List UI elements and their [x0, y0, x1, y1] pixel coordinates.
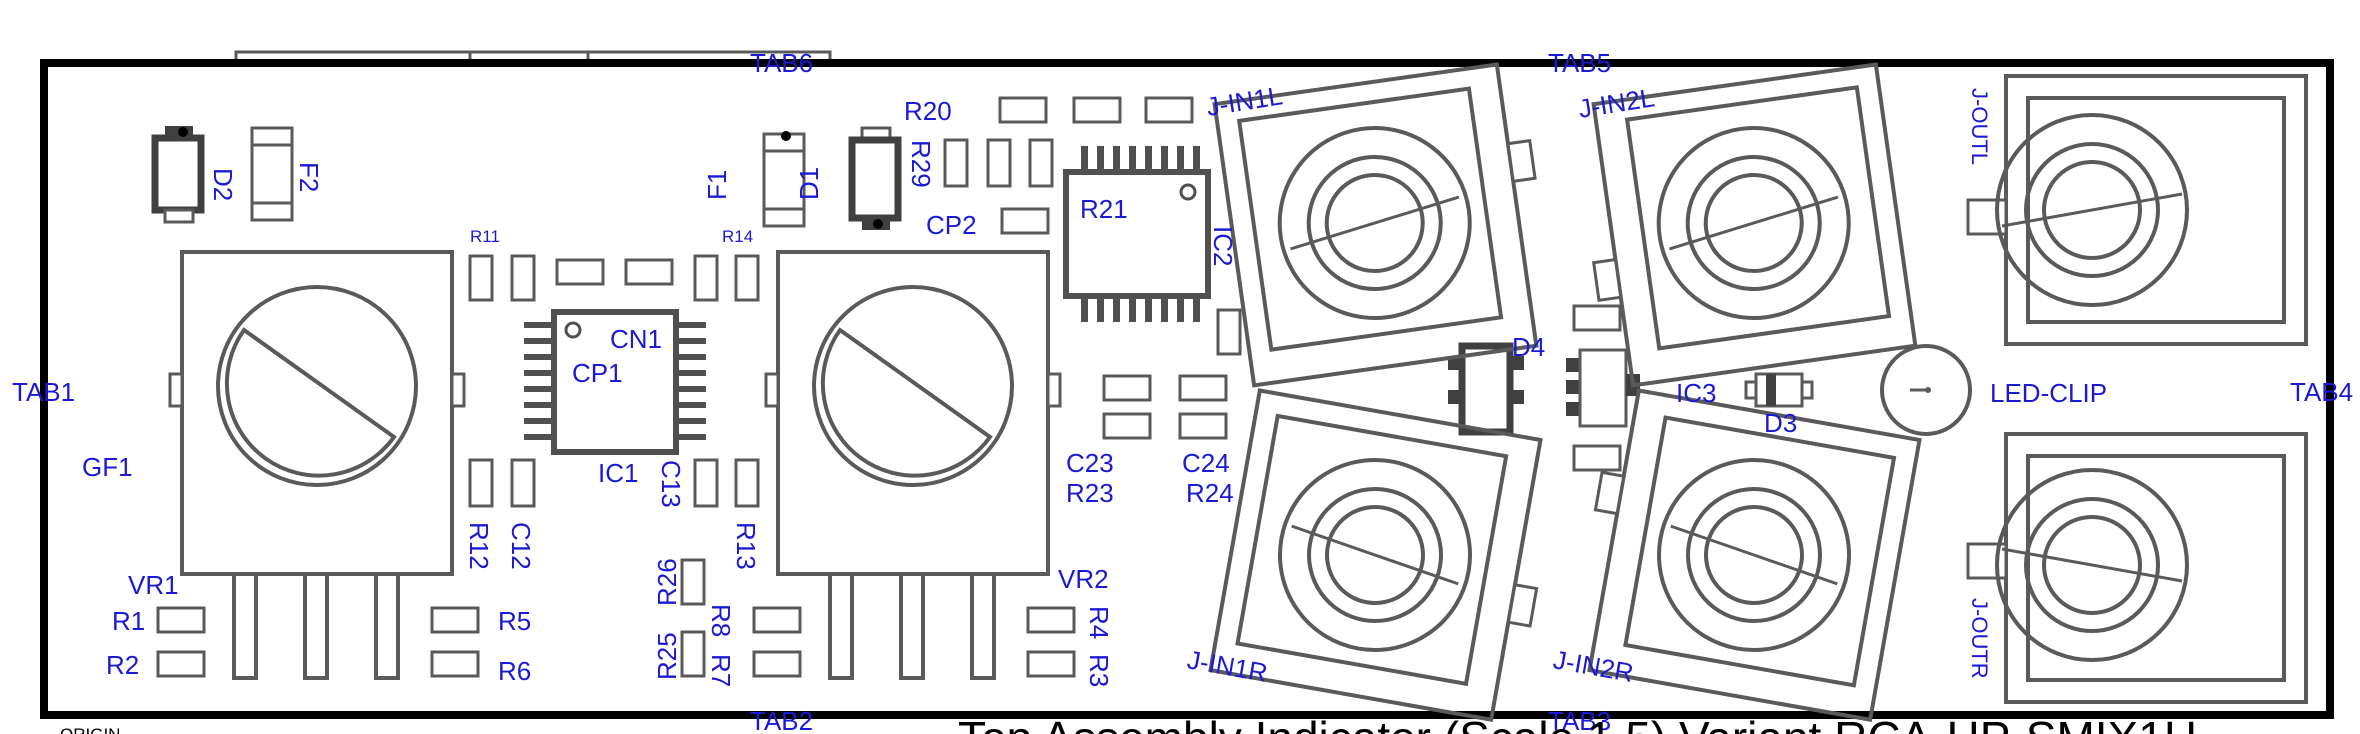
- tab3-label: TAB3: [1548, 706, 1611, 734]
- j-in2l-jack: [1591, 62, 1918, 388]
- label-r4: R4: [1084, 606, 1114, 639]
- label-j-in1r: J-IN1R: [1185, 644, 1270, 688]
- label-r25: R25: [652, 632, 682, 680]
- label-r7: R7: [706, 654, 736, 687]
- label-ic2: IC2: [1208, 226, 1238, 266]
- ic1-chip: [524, 309, 706, 455]
- vr1-potentiometer: [168, 250, 466, 680]
- label-d1: D1: [794, 167, 824, 200]
- board-outline: [40, 59, 2334, 719]
- label-r13: R13: [731, 522, 761, 570]
- led-clip: [1880, 344, 1972, 436]
- label-r2: R2: [106, 650, 139, 680]
- label-r26: R26: [652, 558, 682, 606]
- label-r24: R24: [1186, 478, 1234, 508]
- assembly-title: Top Assembly Indicator (Scale 1.5) Varia…: [958, 712, 2197, 734]
- label-r12: R12: [464, 522, 494, 570]
- tab6-label: TAB6: [750, 48, 813, 78]
- label-ic1: IC1: [598, 458, 638, 488]
- origin-label: ORIGIN: [60, 725, 120, 734]
- d3-diode: [1744, 372, 1814, 408]
- label-d4: D4: [1512, 332, 1545, 362]
- f2-fuse: [250, 126, 294, 222]
- label-c12: C12: [506, 522, 536, 570]
- label-ic3: IC3: [1676, 378, 1716, 408]
- label-r8: R8: [706, 604, 736, 637]
- label-r11: R11: [470, 227, 500, 246]
- tab2-label: TAB2: [750, 706, 813, 734]
- label-gf1: GF1: [82, 452, 133, 482]
- label-c24: C24: [1182, 448, 1230, 478]
- label-r23: R23: [1066, 478, 1114, 508]
- label-d2: D2: [208, 168, 238, 201]
- label-cp2: CP2: [926, 210, 977, 240]
- label-r21: R21: [1080, 194, 1128, 224]
- f1-fuse: [762, 132, 806, 228]
- label-c23: C23: [1066, 448, 1114, 478]
- label-c13: C13: [656, 460, 686, 508]
- tab5-label: TAB5: [1548, 48, 1611, 78]
- d1-diode: [781, 126, 902, 230]
- j-in1r-jack: [1208, 388, 1543, 722]
- passive-components: [156, 96, 1622, 678]
- label-d3: D3: [1764, 408, 1797, 438]
- label-vr1: VR1: [128, 570, 179, 600]
- label-j-in2r: J-IN2R: [1551, 644, 1636, 688]
- label-r5: R5: [498, 606, 531, 636]
- label-cp1: CP1: [572, 358, 623, 388]
- tab4-label: TAB4: [2290, 377, 2353, 407]
- label-f2: F2: [294, 162, 324, 192]
- label-r20: R20: [904, 96, 952, 126]
- label-f1: F1: [702, 170, 732, 200]
- j-in1l-jack: [1212, 62, 1539, 388]
- label-r6: R6: [498, 656, 531, 686]
- j-in2r-jack: [1587, 388, 1922, 722]
- label-r1: R1: [112, 606, 145, 636]
- label-j-outr: J-OUTR: [1967, 598, 1992, 679]
- label-vr2: VR2: [1058, 564, 1109, 594]
- ic3-regulator: [1566, 348, 1640, 428]
- label-cn1: CN1: [610, 324, 662, 354]
- label-r29: R29: [906, 140, 936, 188]
- vr2-potentiometer: [764, 250, 1062, 680]
- j-outl-jack: [1966, 74, 2308, 346]
- label-led-clip: LED-CLIP: [1990, 378, 2107, 408]
- d4-transistor: [1448, 342, 1524, 436]
- ic2-chip: [1063, 146, 1211, 322]
- label-j-outl: J-OUTL: [1967, 88, 1992, 165]
- tab1-label: TAB1: [12, 377, 75, 407]
- j-outr-jack: [1966, 432, 2308, 704]
- label-r14: R14: [722, 227, 753, 246]
- d2-diode: [151, 126, 205, 224]
- label-r3: R3: [1084, 654, 1114, 687]
